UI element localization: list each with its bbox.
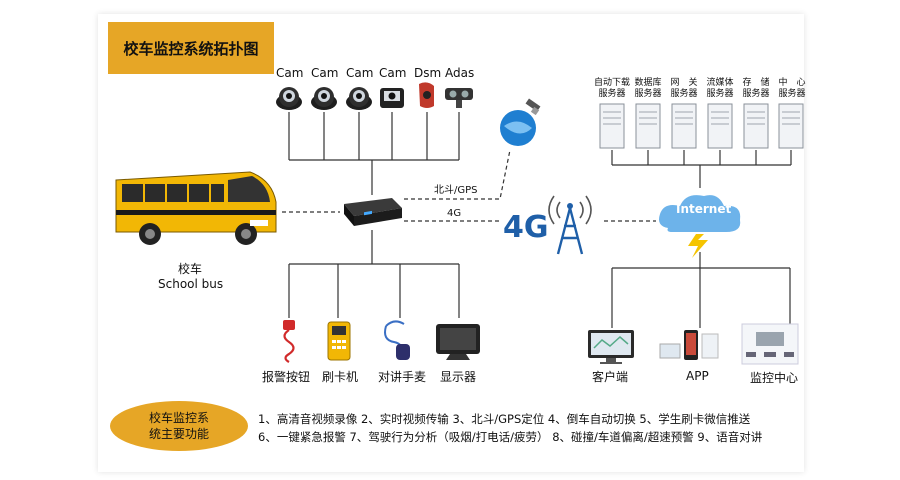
- monitoring-center-icon: [741, 323, 799, 365]
- card-reader-icon: [327, 321, 351, 361]
- 4g-network-label: 4G: [503, 210, 549, 245]
- monitor-display-icon: [436, 324, 480, 360]
- camera-label-1: Cam: [276, 66, 304, 80]
- functions-title-badge: 校车监控系统主要功能: [110, 401, 248, 451]
- internet-cloud-icon: [659, 195, 741, 258]
- camera-label-4: Cam: [379, 66, 407, 80]
- client-label-app: APP: [686, 369, 709, 383]
- client-label-monitoring-center: 监控中心: [750, 371, 799, 385]
- dome-camera-icon: [311, 87, 337, 110]
- diagram-title: 校车监控系统拓扑图: [108, 22, 274, 74]
- camera-label-3: Cam: [346, 66, 374, 80]
- server-label-center: 中 心服务器: [778, 78, 806, 99]
- 4g-link-label: 4G: [447, 208, 462, 219]
- peripheral-label-alarm: 报警按钮: [262, 370, 311, 384]
- bus-label-cn: 校车: [178, 262, 203, 276]
- dome-camera-icon: [276, 87, 302, 110]
- adas-camera-icon: [445, 88, 473, 108]
- peripheral-label-card-reader: 刷卡机: [322, 370, 359, 384]
- mobile-dvr-icon: [344, 198, 402, 226]
- server-label-storage: 存 储服务器: [742, 78, 770, 99]
- peripheral-label-intercom: 对讲手麦: [378, 370, 427, 384]
- gps-link-label: 北斗/GPS: [434, 185, 478, 196]
- functions-line-1: 1、高清音视频录像 2、实时视频传输 3、北斗/GPS定位 4、倒车自动切换 5…: [258, 412, 751, 426]
- camera-label-2: Cam: [311, 66, 339, 80]
- camera-label-adas: Adas: [445, 66, 475, 80]
- internet-label: Internet: [676, 202, 732, 216]
- alarm-button-icon: [283, 320, 295, 363]
- satellite-globe-icon: [500, 98, 541, 146]
- server-label-streaming: 流媒体服务器: [706, 78, 734, 99]
- intercom-mic-icon: [384, 320, 410, 360]
- server-rack-icons: [599, 103, 804, 149]
- bus-label-en: School bus: [158, 277, 224, 291]
- desktop-client-icon: [588, 330, 634, 364]
- mobile-app-icon: [659, 330, 719, 360]
- server-label-gateway: 网 关服务器: [670, 78, 698, 99]
- 4g-tower-icon: [548, 195, 592, 255]
- peripheral-label-monitor: 显示器: [440, 370, 477, 384]
- server-label-auto-download: 自动下载服务器: [593, 78, 630, 99]
- box-camera-icon: [380, 88, 404, 108]
- functions-line-2: 6、一键紧急报警 7、驾驶行为分析（吸烟/打电话/疲劳） 8、碰撞/车道偏离/超…: [258, 430, 763, 444]
- server-label-database: 数据库服务器: [634, 78, 662, 99]
- client-label-desktop: 客户端: [592, 370, 629, 384]
- dome-camera-icon: [346, 87, 372, 110]
- camera-label-dsm: Dsm: [414, 66, 442, 80]
- school-bus-icon: [115, 171, 277, 245]
- dsm-camera-icon: [419, 82, 434, 108]
